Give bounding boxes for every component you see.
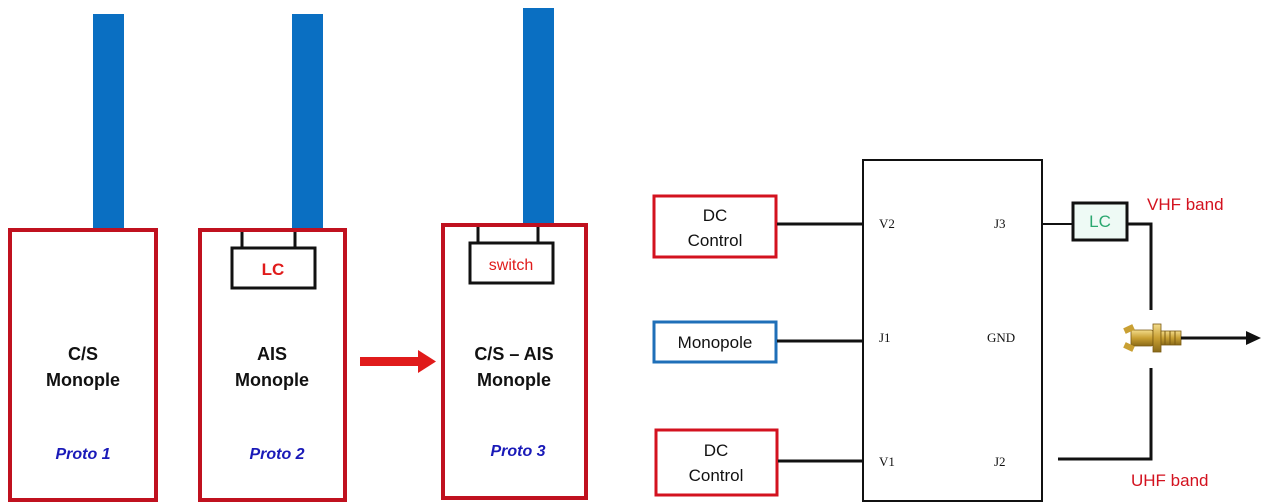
dc-control-top-line2: Control [688,231,743,250]
dc-control-bottom-box [654,428,779,497]
proto-3: switch C/S – AIS Monople Proto 3 [441,8,588,500]
lc-filter-box [1071,201,1129,242]
evolution-arrow-shaft [360,357,420,366]
proto-1-title-line2: Monople [46,370,120,390]
proto-3-title-line2: Monople [477,370,551,390]
proto-2-title-line1: AIS [257,344,287,364]
proto-2-antenna [292,14,323,230]
sma-connector-icon [1123,323,1182,353]
proto-2-label: Proto 2 [249,446,304,463]
switch-ic-block [862,159,1043,502]
proto-1-antenna [93,14,124,230]
proto-3-title-line1: C/S – AIS [474,344,553,364]
pin-gnd-label: GND [987,330,1015,345]
proto-3-label: Proto 3 [490,443,545,460]
pin-v1-label: V1 [879,454,895,469]
proto-3-chip-label: switch [489,257,533,274]
schematic: V2 J1 V1 J3 GND J2 DC Control Monopole D… [652,159,1261,502]
dc-control-top-line1: DC [703,206,728,225]
pin-j1-label: J1 [879,330,891,345]
dc-control-bottom-line1: DC [704,441,729,460]
proto-2: LC AIS Monople Proto 2 [198,14,347,502]
lc-filter-label: LC [1089,212,1111,231]
evolution-arrow-head [418,350,436,373]
pin-j2-label: J2 [994,454,1006,469]
proto-1-frame [8,228,158,502]
uhf-band-label: UHF band [1131,471,1208,490]
output-arrow-head [1246,331,1261,345]
evolution-arrow [360,350,436,373]
pin-v2-label: V2 [879,216,895,231]
vhf-band-label: VHF band [1147,195,1224,214]
proto-2-chip-label: LC [262,260,285,279]
proto-2-title-line2: Monople [235,370,309,390]
proto-3-chip [468,241,555,285]
pin-j3-label: J3 [994,216,1006,231]
wire-j2-to-connector [1058,368,1153,461]
wire-lc-to-connector [1127,222,1153,310]
proto-2-chip [230,246,317,290]
proto-1-title-line1: C/S [68,344,98,364]
proto-3-antenna [523,8,554,224]
monopole-label: Monopole [678,333,753,352]
proto-1: C/S Monople Proto 1 [8,14,158,502]
dc-control-bottom-line2: Control [689,466,744,485]
dc-control-top-box [652,194,778,259]
monopole-box [652,320,778,364]
proto-1-label: Proto 1 [55,446,110,463]
